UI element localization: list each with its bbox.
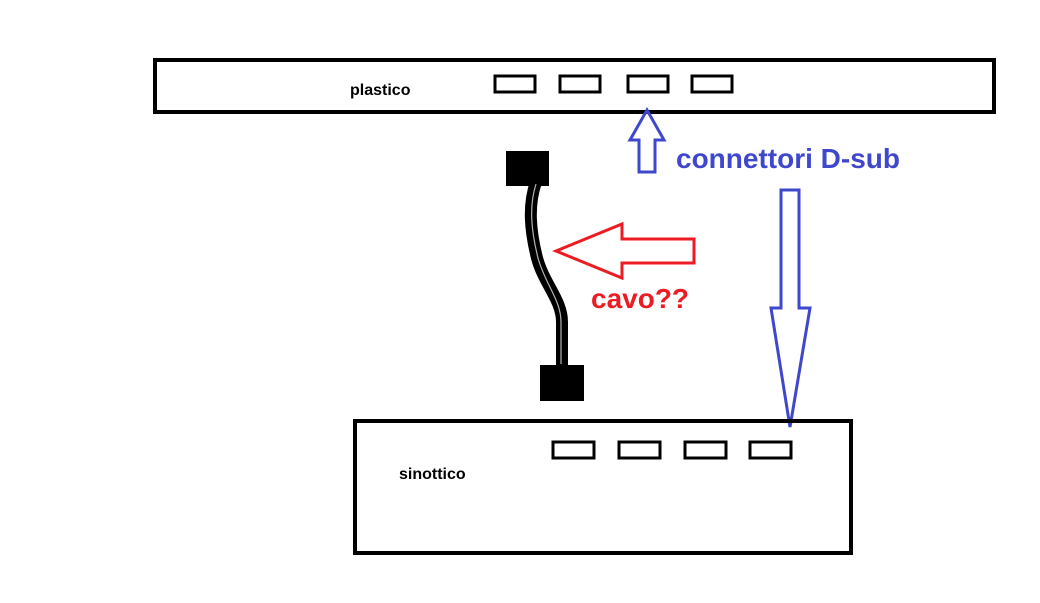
sinottico-connector-2 (617, 440, 662, 460)
sinottico-connector-3 (683, 440, 728, 460)
connectors-label: connettori D-sub (676, 143, 900, 174)
arrow-down-outline-icon (769, 188, 812, 428)
sinottico-connector-1 (551, 440, 596, 460)
cable-wire (524, 176, 568, 374)
plastico-connector-4 (690, 74, 734, 94)
cable-label: cavo?? (591, 283, 689, 314)
sinottico-label: sinottico (399, 466, 466, 483)
plastico-label: plastico (350, 82, 411, 99)
plastico-box: plastico (153, 58, 996, 114)
cable-plug-top (506, 151, 549, 186)
cable-icon (506, 151, 584, 401)
arrow-up-outline-icon (627, 106, 667, 174)
cable-wire-highlight (531, 183, 562, 364)
sinottico-box-outline (353, 419, 853, 555)
plastico-connector-3 (626, 74, 670, 94)
cable-plug-bottom (540, 365, 584, 401)
plastico-box-outline (153, 58, 996, 114)
sinottico-connector-4 (748, 440, 793, 460)
arrow-left-outline-icon (552, 221, 696, 281)
plastico-connector-2 (558, 74, 602, 94)
sinottico-box: sinottico (353, 419, 853, 555)
plastico-connector-1 (493, 74, 537, 94)
